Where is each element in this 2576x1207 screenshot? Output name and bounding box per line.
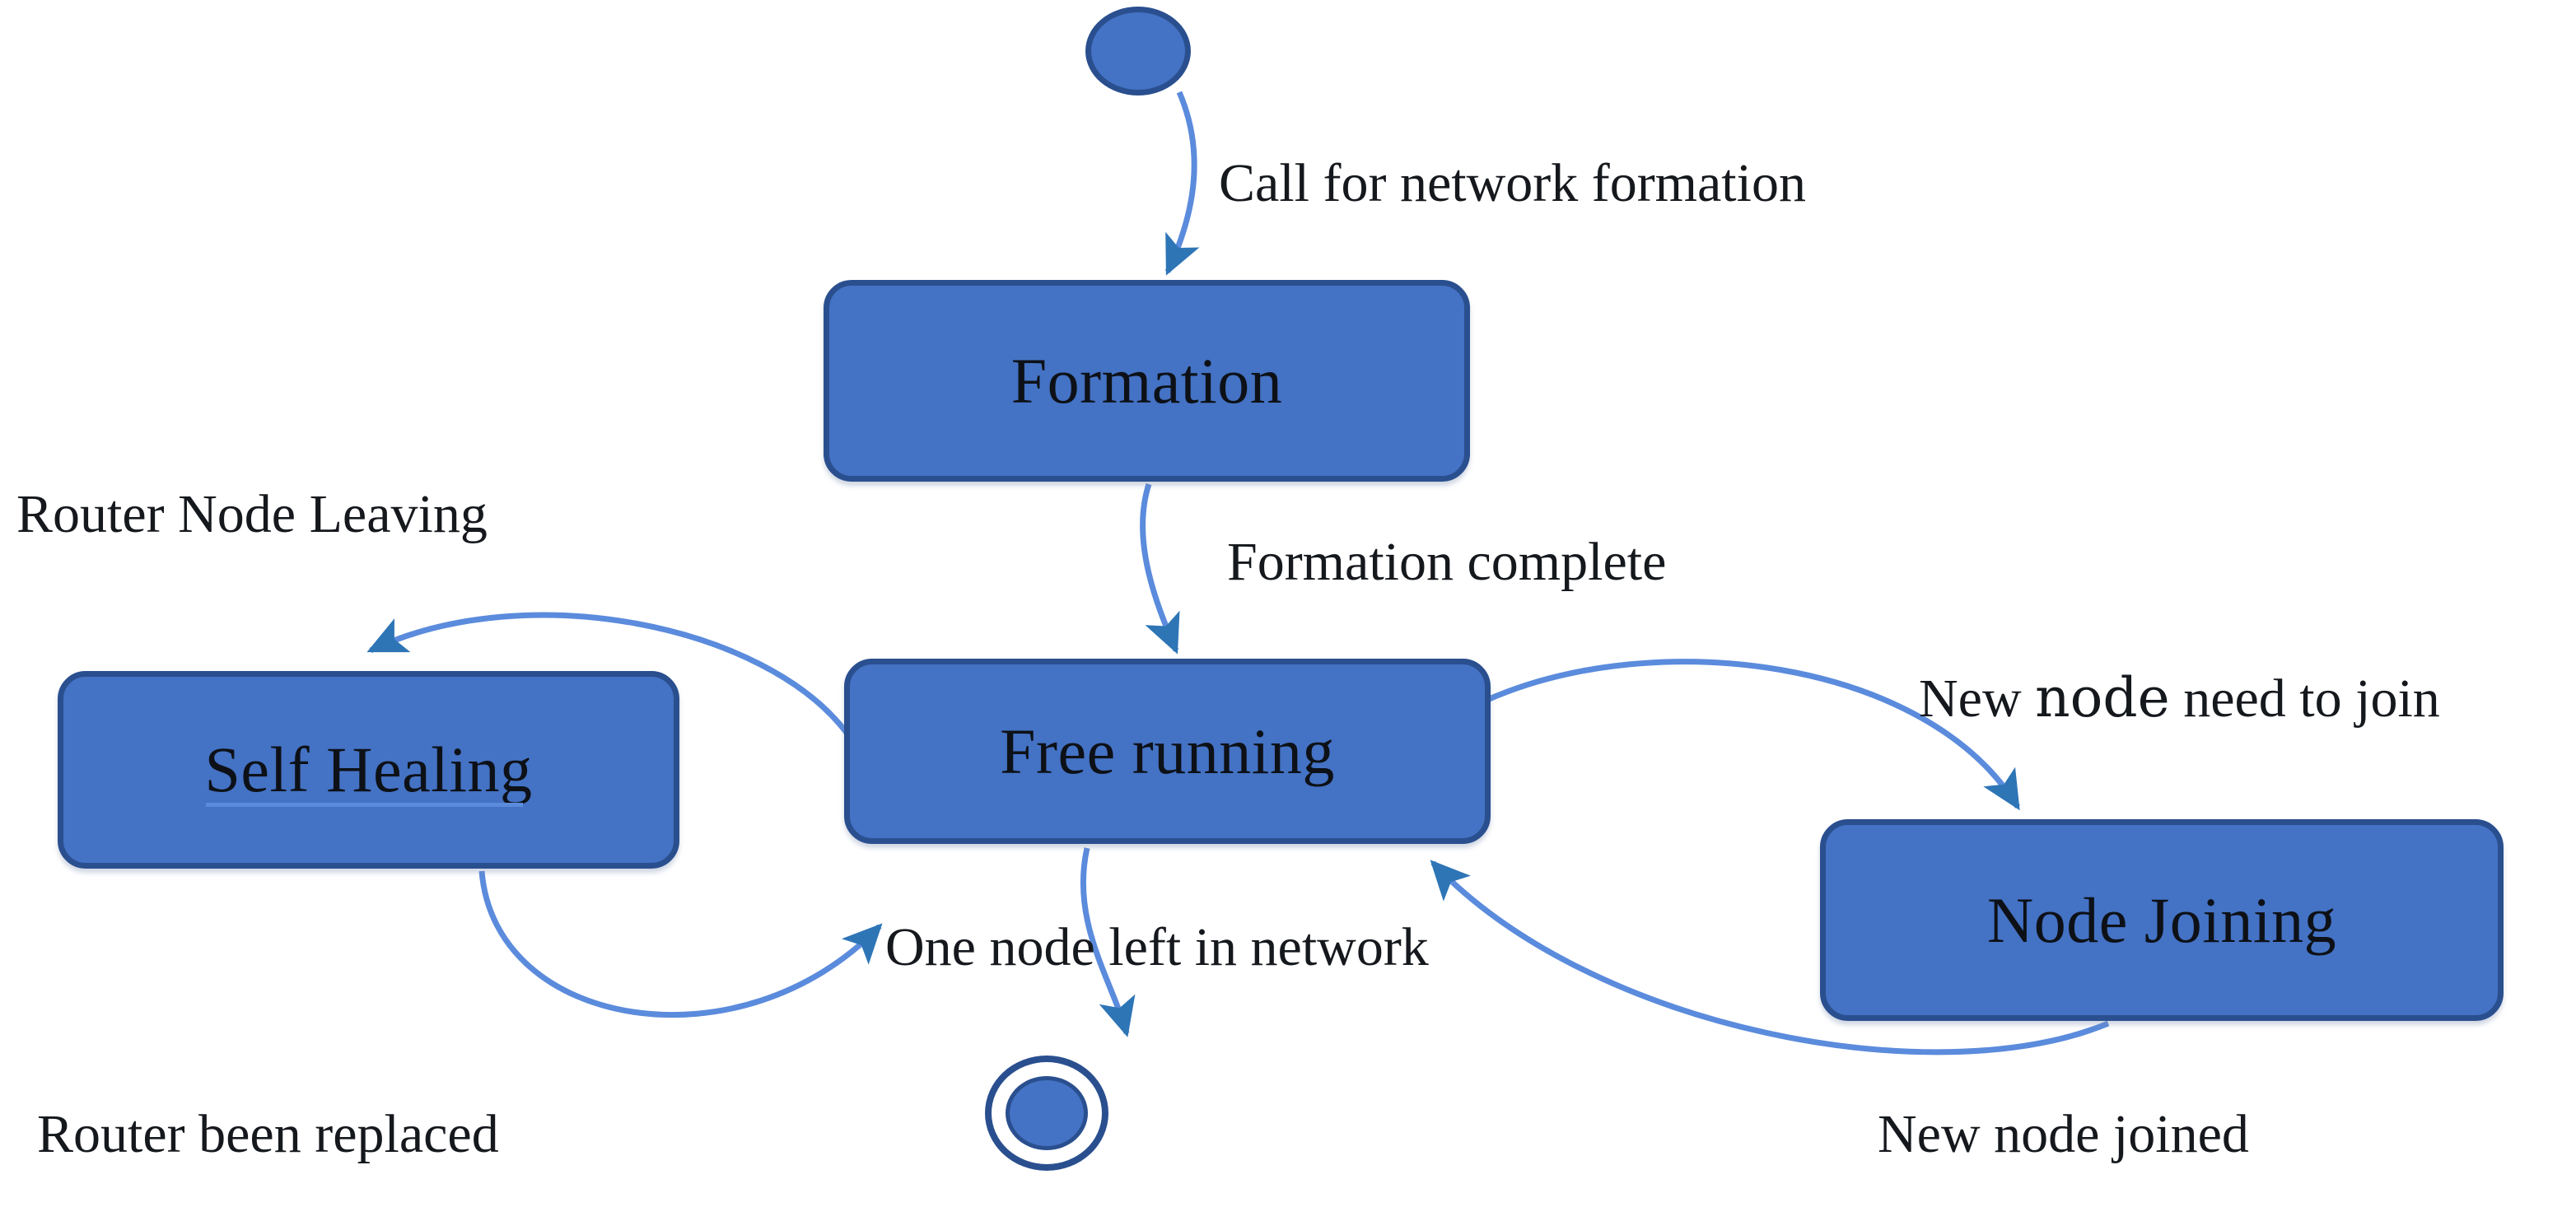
state-self-healing[interactable]: Self Healing	[58, 671, 679, 869]
state-node-joining-label: Node Joining	[1986, 883, 2337, 956]
edge-formation-to-free-running	[1140, 482, 1180, 655]
edge-label-suffix: need to join	[2169, 669, 2440, 729]
state-node-joining[interactable]: Node Joining	[1820, 819, 2504, 1021]
state-free-running-label: Free running	[1000, 715, 1335, 787]
state-formation-label: Formation	[1010, 344, 1283, 417]
edge-label-router-node-leaving: Router Node Leaving	[16, 484, 488, 544]
edge-self-healing-to-free-running	[478, 870, 883, 1018]
initial-state	[1085, 7, 1191, 96]
edge-label-new-node-joined: New node joined	[1878, 1104, 2249, 1164]
final-state-core	[1006, 1076, 1088, 1150]
edge-label-one-node-left-in-network: One node left in network	[885, 917, 1429, 977]
final-state	[985, 1056, 1108, 1171]
edge-label-router-been-replaced: Router been replaced	[37, 1104, 499, 1164]
edge-label-formation-complete: Formation complete	[1227, 532, 1667, 592]
state-self-healing-label: Self Healing	[204, 734, 533, 807]
edge-label-call-for-network-formation: Call for network formation	[1219, 153, 1806, 213]
edge-label-prefix: New	[1919, 669, 2036, 729]
state-free-running[interactable]: Free running	[844, 659, 1491, 844]
state-formation[interactable]: Formation	[824, 280, 1470, 482]
edge-initial-to-formation	[1164, 91, 1200, 276]
edge-label-alt-word: node	[2035, 666, 2170, 729]
edge-label-new-node-need-to-join: New node need to join	[1919, 671, 2440, 726]
